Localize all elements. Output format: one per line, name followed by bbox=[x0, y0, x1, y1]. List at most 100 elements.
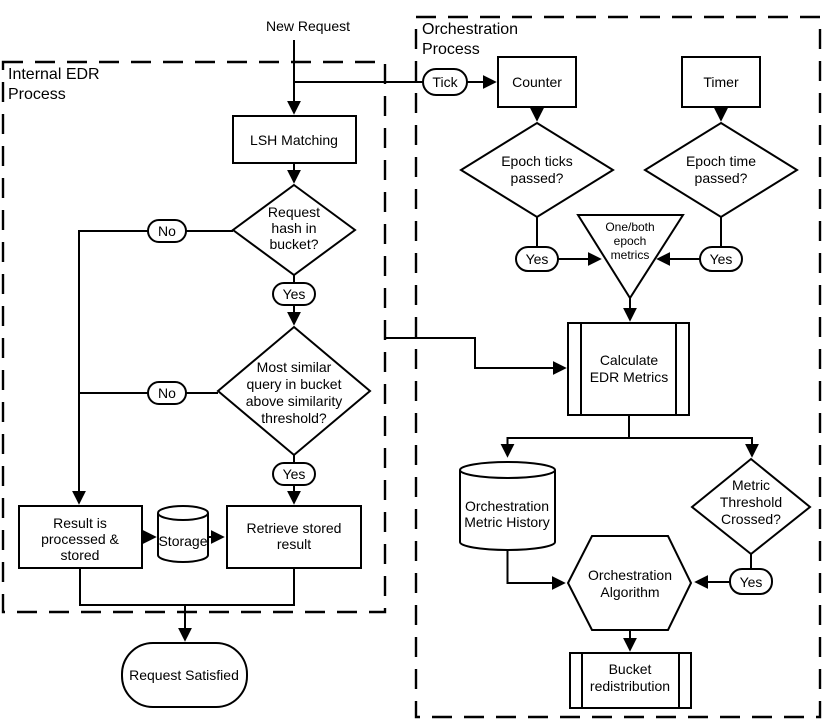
retrieve-stored-box bbox=[226, 505, 362, 569]
orchestration-group-title-line1: Orchestration bbox=[422, 21, 518, 38]
metric-threshold-crossed-decision: Metric Threshold Crossed? bbox=[690, 457, 812, 556]
timer-box bbox=[681, 56, 761, 108]
most-similar-line3: above similarity bbox=[246, 393, 342, 409]
most-similar-diamond bbox=[216, 325, 372, 457]
storage-cylinder-top bbox=[157, 505, 209, 521]
calculate-edr-line2: EDR Metrics bbox=[590, 369, 669, 385]
most-similar-no-pill: No bbox=[147, 381, 187, 405]
calculate-edr-box bbox=[567, 322, 690, 416]
epoch-time-decision: Epoch time passed? bbox=[643, 121, 799, 219]
bucket-redistribution-line2: redistribution bbox=[590, 678, 670, 694]
epoch-time-line2: passed? bbox=[695, 170, 748, 186]
calculate-edr-line1: Calculate bbox=[600, 352, 659, 368]
metric-threshold-diamond bbox=[690, 457, 812, 556]
epoch-ticks-line2: passed? bbox=[511, 170, 564, 186]
edge-history-to-algorithm bbox=[506, 550, 566, 590]
edge-request-hash-no-to-result bbox=[72, 230, 233, 505]
request-hash-line3: bucket? bbox=[269, 236, 318, 252]
edge-merge-results bbox=[79, 568, 295, 606]
orchestration-algorithm-hexagon: Orchestration Algorithm bbox=[566, 535, 693, 631]
one-both-epoch-metrics-merge: One/both epoch metrics bbox=[576, 214, 685, 300]
most-similar-yes-pill: Yes bbox=[272, 462, 316, 486]
result-processed-box bbox=[18, 505, 143, 569]
tick-label: Tick bbox=[432, 74, 458, 90]
edge-internal-edr-to-calculate bbox=[385, 337, 567, 375]
yes-pill-1-label: Yes bbox=[283, 286, 306, 302]
yes-pill-2 bbox=[272, 462, 316, 486]
metric-history-cylinder-top bbox=[459, 461, 556, 479]
retrieve-stored-line1: Retrieve stored bbox=[247, 520, 342, 536]
orchestration-group-title-line2: Process bbox=[422, 41, 480, 58]
metric-threshold-line2: Threshold bbox=[720, 494, 782, 510]
orchestration-algorithm-line1: Orchestration bbox=[588, 567, 672, 583]
epoch-time-diamond bbox=[643, 121, 799, 219]
result-processed-line1: Result is bbox=[53, 515, 107, 531]
yes-pill-2-label: Yes bbox=[283, 466, 306, 482]
request-hash-yes-pill: Yes bbox=[272, 282, 316, 306]
metric-threshold-line3: Crossed? bbox=[721, 511, 781, 527]
result-processed-stored-node: Result is processed & stored bbox=[18, 505, 143, 569]
retrieve-stored-result-node: Retrieve stored result bbox=[226, 505, 362, 569]
no-pill-1-label: No bbox=[158, 223, 176, 239]
request-hash-no-pill: No bbox=[147, 219, 187, 243]
yes-pill-threshold-label: Yes bbox=[740, 574, 763, 590]
epoch-ticks-diamond bbox=[459, 121, 615, 219]
most-similar-line1: Most similar bbox=[257, 359, 332, 375]
edge-calculate-to-history bbox=[500, 437, 629, 458]
orchestration-algorithm-shape bbox=[566, 535, 693, 631]
lsh-matching-node: LSH Matching bbox=[232, 115, 357, 164]
yes-pill-time bbox=[699, 246, 743, 272]
retrieve-stored-line2: result bbox=[277, 536, 311, 552]
timer-label: Timer bbox=[703, 74, 739, 90]
merge-triangle-line3: metrics bbox=[611, 248, 650, 262]
most-similar-line4: threshold? bbox=[261, 410, 327, 426]
epoch-ticks-line1: Epoch ticks bbox=[501, 153, 573, 169]
epoch-time-yes-pill: Yes bbox=[699, 246, 743, 272]
request-hash-line2: hash in bbox=[271, 220, 316, 236]
storage-database-node: Storage bbox=[157, 505, 209, 563]
orchestration-metric-history-database: Orchestration Metric History bbox=[459, 461, 556, 551]
edge-calculate-to-threshold bbox=[629, 437, 759, 458]
lsh-matching-label: LSH Matching bbox=[250, 132, 338, 148]
request-satisfied-terminator: Request Satisfied bbox=[121, 642, 248, 708]
no-pill-1 bbox=[147, 219, 187, 243]
counter-label: Counter bbox=[512, 74, 562, 90]
yes-pill-1 bbox=[272, 282, 316, 306]
internal-edr-group-title-line2: Process bbox=[8, 86, 66, 103]
metric-threshold-line1: Metric bbox=[732, 477, 770, 493]
metric-history-cylinder-body bbox=[459, 470, 556, 551]
internal-edr-group-title-line1: Internal EDR bbox=[8, 66, 100, 83]
request-satisfied-label: Request Satisfied bbox=[129, 667, 239, 683]
yes-pill-threshold bbox=[729, 568, 773, 595]
calculate-edr-metrics-subroutine: Calculate EDR Metrics bbox=[567, 322, 690, 416]
metric-history-line1: Orchestration bbox=[465, 498, 549, 514]
metric-threshold-yes-pill: Yes bbox=[729, 568, 773, 595]
request-hash-diamond bbox=[231, 183, 357, 277]
request-hash-line1: Request bbox=[268, 204, 320, 220]
epoch-ticks-decision: Epoch ticks passed? bbox=[459, 121, 615, 219]
new-request-label-node: New Request bbox=[266, 18, 350, 34]
storage-label: Storage bbox=[158, 533, 207, 549]
yes-pill-ticks bbox=[515, 246, 559, 272]
timer-node: Timer bbox=[681, 56, 761, 108]
metric-history-line2: Metric History bbox=[464, 514, 550, 530]
new-request-label: New Request bbox=[266, 18, 350, 34]
bucket-redistribution-subroutine: Bucket redistribution bbox=[569, 652, 692, 709]
request-satisfied-pill bbox=[121, 642, 248, 708]
lsh-matching-box bbox=[232, 115, 357, 164]
counter-node: Counter bbox=[497, 56, 577, 108]
bucket-redistribution-box bbox=[569, 652, 692, 709]
tick-terminator: Tick bbox=[422, 68, 468, 96]
no-pill-2 bbox=[147, 381, 187, 405]
orchestration-algorithm-line2: Algorithm bbox=[600, 584, 659, 600]
most-similar-query-decision: Most similar query in bucket above simil… bbox=[216, 325, 372, 457]
epoch-ticks-yes-pill: Yes bbox=[515, 246, 559, 272]
orchestration-process-group: Orchestration Process bbox=[414, 15, 822, 719]
merge-triangle-line2: epoch bbox=[614, 234, 647, 248]
merge-triangle-line1: One/both bbox=[605, 220, 654, 234]
result-processed-line3: stored bbox=[61, 547, 100, 563]
result-processed-line2: processed & bbox=[41, 531, 119, 547]
merge-triangle bbox=[576, 214, 685, 300]
counter-box bbox=[497, 56, 577, 108]
